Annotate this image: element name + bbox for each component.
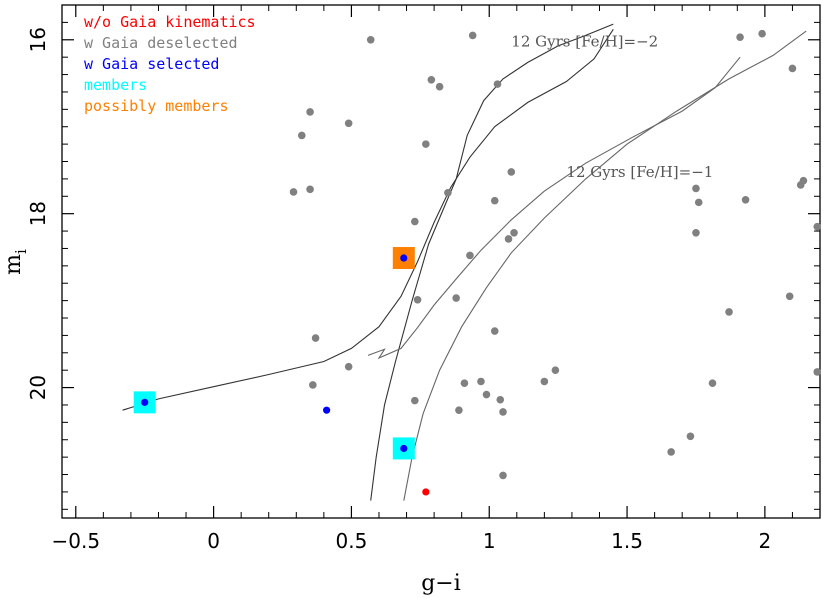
x-tick-label: 1 (483, 529, 496, 553)
legend-entry: possibly members (84, 97, 229, 115)
deselected-point (413, 295, 422, 304)
legend: w/o Gaia kinematics w Gaia deselected w Ga… (84, 13, 256, 115)
isochrone-line-2 (367, 56, 741, 360)
isochrone-label-1: 12 Gyrs [Fe/H]=−2 (511, 33, 658, 51)
selected-point (141, 398, 149, 406)
deselected-point (785, 292, 794, 301)
deselected-point (366, 35, 375, 44)
deselected-point (411, 217, 419, 226)
deselected-point (298, 131, 306, 140)
deselected-point (725, 308, 733, 316)
x-tick-label: 2 (759, 529, 772, 553)
deselected-point (741, 195, 750, 204)
selected-point (400, 444, 408, 453)
y-axis-title-subscript: i (12, 249, 30, 254)
isochrone-curves (122, 23, 807, 501)
deselected-point (667, 448, 675, 456)
y-axis-title-main: m (1, 254, 26, 275)
deselected-point (788, 64, 797, 73)
isochrone-labels: 12 Gyrs [Fe/H]=−2 12 Gyrs [Fe/H]=−1 (511, 33, 713, 181)
deselected-point (482, 390, 491, 399)
deselected-point (499, 471, 507, 480)
deselected-point (758, 29, 766, 38)
deselected-point (692, 184, 700, 193)
deselected-point (499, 408, 507, 416)
deselected-point (708, 379, 717, 388)
data-points (133, 29, 822, 496)
isochrone-label-2: 12 Gyrs [Fe/H]=−1 (566, 163, 713, 181)
deselected-point (493, 80, 502, 88)
deselected-point (540, 377, 549, 386)
deselected-point (490, 196, 499, 205)
deselected-point (344, 119, 353, 128)
axis-ticks: −0.5 0 0.5 1 1.5 2 16 18 20 (26, 5, 821, 553)
deselected-point (468, 31, 477, 40)
no-kinematics-point (422, 488, 430, 496)
x-tick-label: 1.5 (611, 529, 643, 553)
deselected-point (460, 379, 469, 388)
deselected-point (551, 366, 560, 374)
deselected-point (311, 334, 320, 342)
x-tick-label: 0.5 (336, 529, 368, 553)
deselected-point (306, 185, 314, 194)
x-axis-title: g−i (421, 571, 461, 596)
deselected-point (452, 294, 460, 302)
deselected-point (736, 33, 744, 41)
deselected-point (309, 381, 317, 389)
y-axis-title: mi (1, 249, 30, 275)
legend-entry: w Gaia deselected (84, 34, 238, 52)
deselected-point (435, 82, 444, 91)
deselected-point (694, 198, 703, 207)
deselected-point (455, 406, 463, 414)
x-tick-label: 0 (207, 529, 220, 553)
deselected-point (496, 395, 505, 404)
deselected-point (813, 222, 822, 231)
deselected-point (692, 229, 700, 237)
deselected-point (504, 235, 513, 243)
deselected-point (422, 140, 430, 148)
deselected-point (306, 108, 314, 116)
deselected-point (466, 251, 474, 260)
deselected-point (289, 188, 298, 196)
deselected-point (686, 432, 695, 441)
y-tick-label: 16 (26, 27, 50, 52)
legend-entry: w Gaia selected (84, 55, 219, 73)
deselected-point (490, 327, 499, 335)
plot-frame (61, 4, 821, 519)
x-tick-label: −0.5 (51, 529, 100, 553)
y-tick-label: 20 (26, 375, 50, 400)
deselected-point (796, 181, 805, 189)
isochrone-line-2 (403, 30, 807, 501)
deselected-point (507, 168, 516, 176)
selected-point (400, 254, 408, 262)
deselected-point (444, 189, 452, 197)
isochrone-line-1 (122, 28, 614, 411)
isochrone-line-1 (370, 23, 614, 501)
svg-text:mi: mi (1, 249, 30, 275)
legend-entry: w/o Gaia kinematics (84, 13, 256, 31)
selected-point (323, 406, 331, 414)
deselected-point (477, 377, 485, 386)
deselected-point (510, 229, 518, 237)
y-tick-label: 18 (26, 201, 50, 226)
deselected-point (427, 75, 436, 84)
deselected-point (813, 368, 822, 376)
deselected-point (344, 362, 353, 371)
deselected-point (411, 396, 419, 405)
legend-entry: members (84, 76, 147, 94)
